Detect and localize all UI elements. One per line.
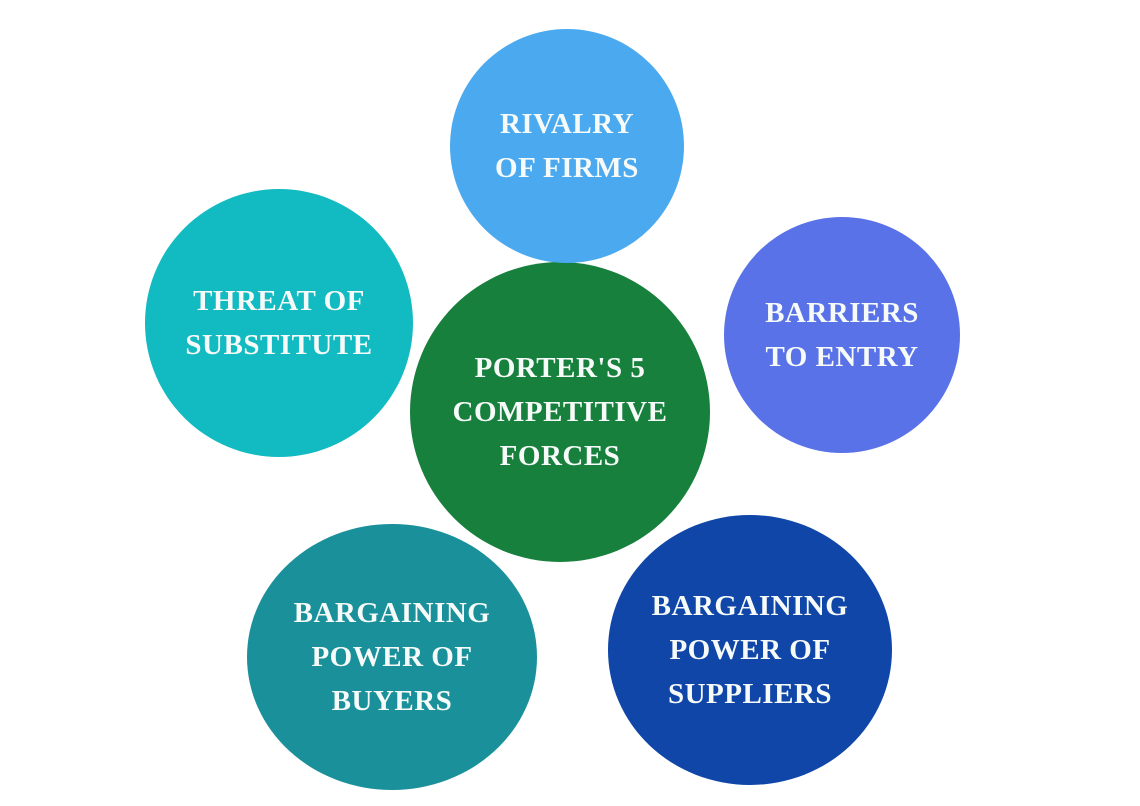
circle-label-barriers-to-entry: BARRIERS TO ENTRY — [765, 296, 919, 373]
circle-label-threat-of-substitute: THREAT OF SUBSTITUTE — [185, 284, 373, 361]
circle-label-porters-5-competitive-forces: PORTER'S 5 COMPETITIVE FORCES — [452, 351, 668, 473]
circle-bargaining-power-of-suppliers: BARGAINING POWER OF SUPPLIERS — [608, 515, 892, 785]
circle-barriers-to-entry: BARRIERS TO ENTRY — [724, 217, 960, 453]
circle-label-bargaining-power-of-suppliers: BARGAINING POWER OF SUPPLIERS — [651, 589, 849, 711]
circle-label-bargaining-power-of-buyers: BARGAINING POWER OF BUYERS — [293, 596, 491, 718]
circle-porters-5-competitive-forces: PORTER'S 5 COMPETITIVE FORCES — [410, 262, 710, 562]
circle-rivalry-of-firms: RIVALRY OF FIRMS — [450, 29, 684, 263]
circle-label-rivalry-of-firms: RIVALRY OF FIRMS — [495, 107, 639, 184]
circle-threat-of-substitute: THREAT OF SUBSTITUTE — [145, 189, 413, 457]
circle-bargaining-power-of-buyers: BARGAINING POWER OF BUYERS — [247, 524, 537, 790]
